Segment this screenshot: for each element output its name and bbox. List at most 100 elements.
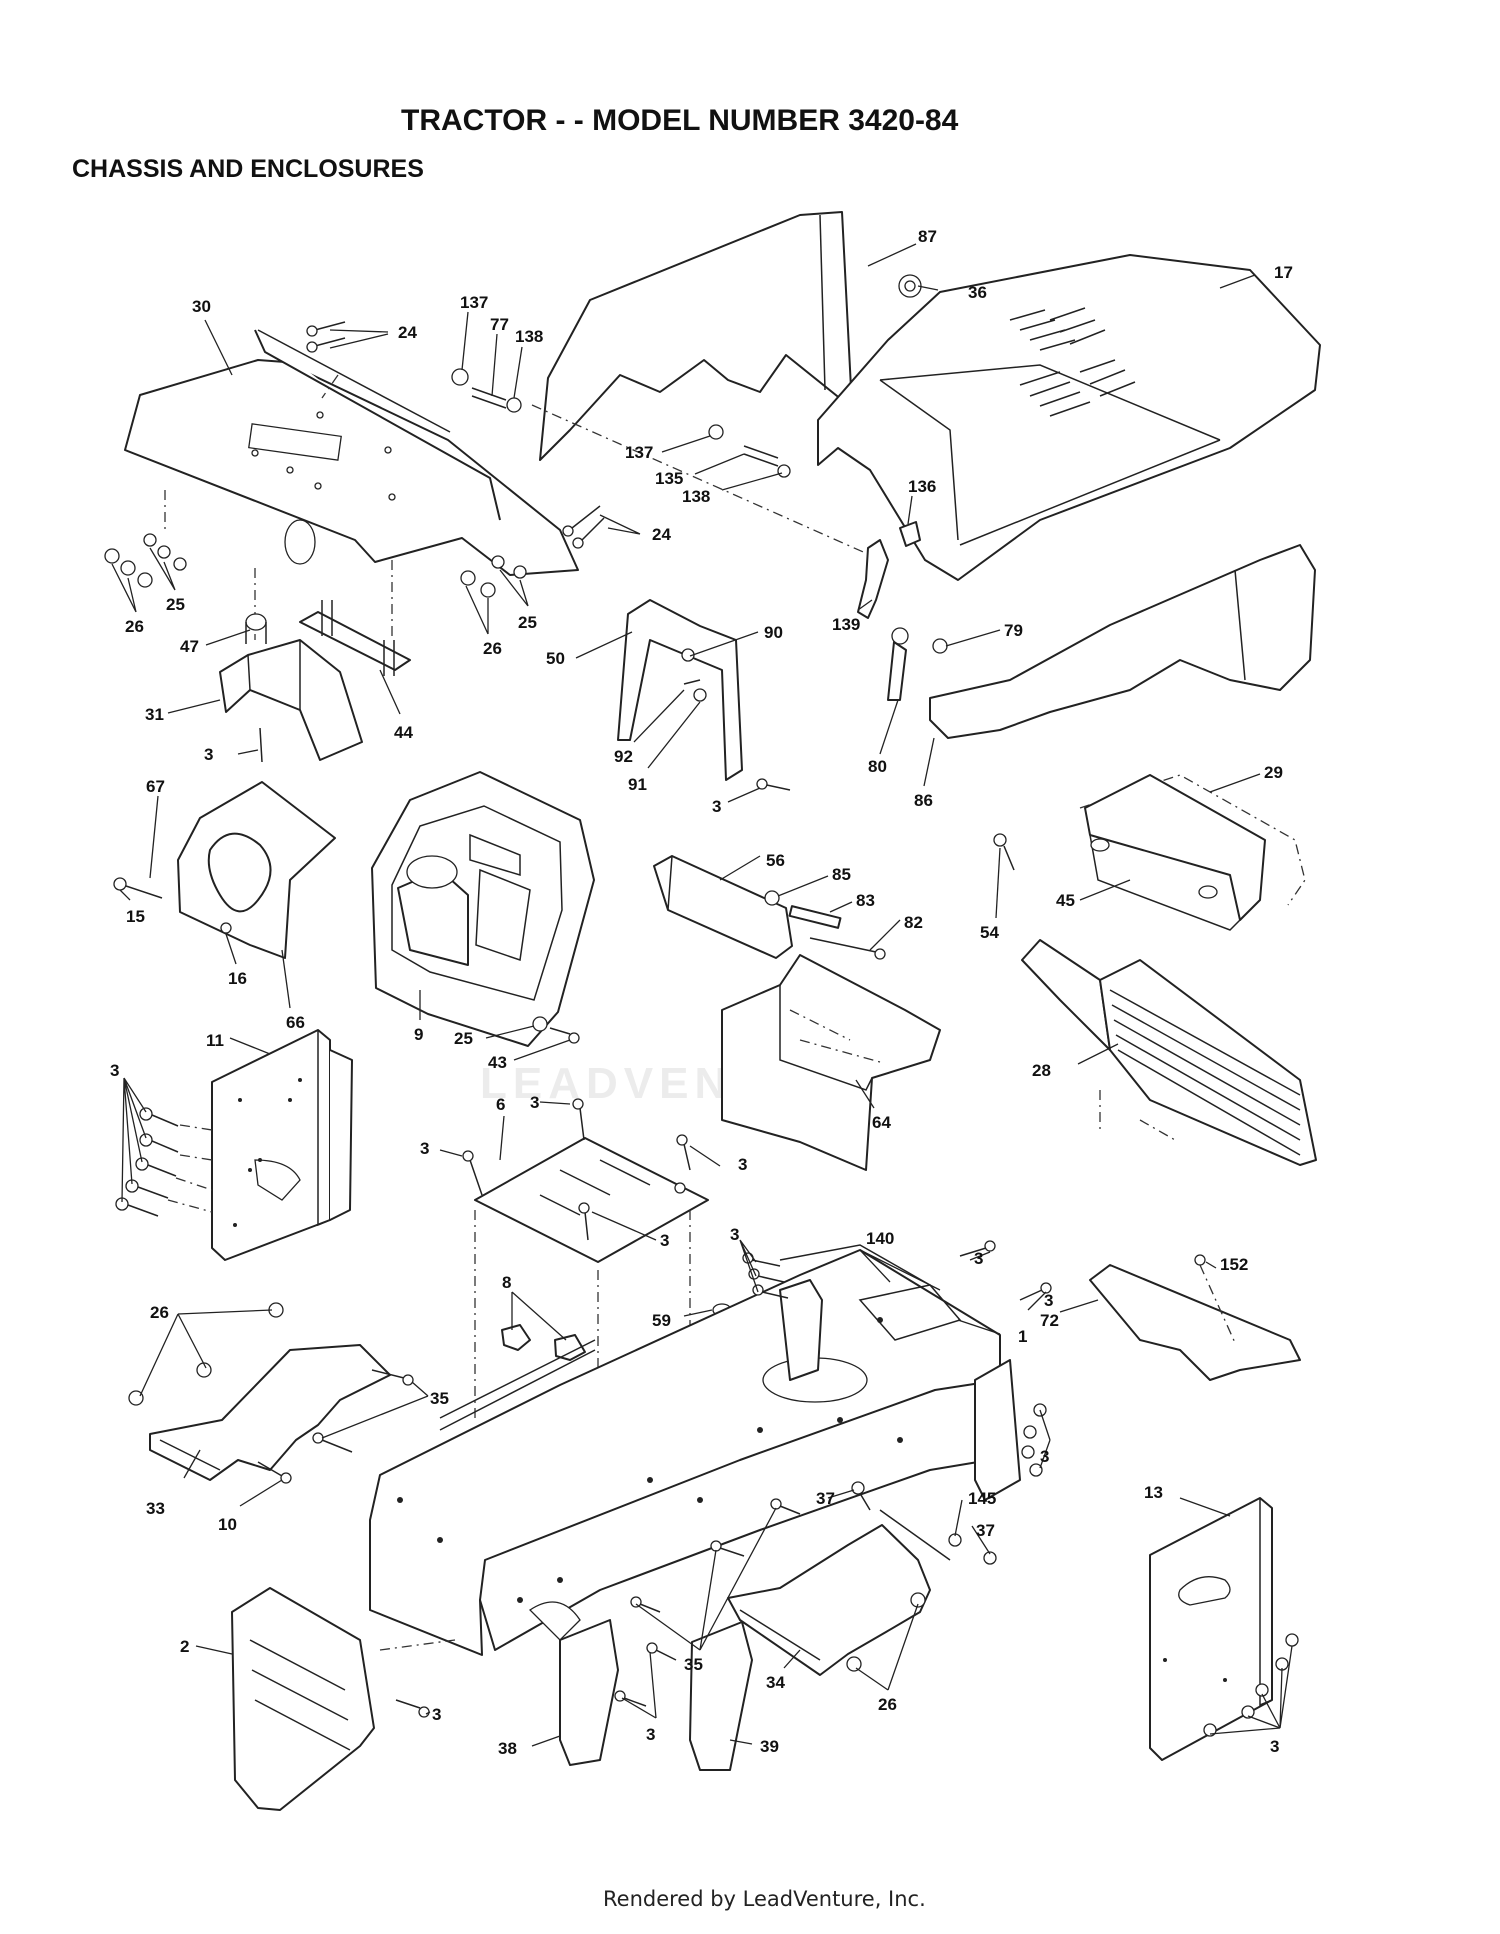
plate-44	[299, 600, 411, 676]
callout-37-b: 37	[976, 1521, 995, 1540]
callout-85: 85	[832, 865, 851, 884]
part-pan-64	[721, 954, 941, 1171]
callout-86: 86	[914, 791, 933, 810]
nut-91	[693, 688, 707, 702]
callout-3-n: 3	[1270, 1737, 1279, 1756]
part-side-plate-13	[1149, 1497, 1273, 1761]
callout-3-j: 3	[1044, 1291, 1053, 1310]
part-bracket-72	[1089, 1264, 1301, 1381]
callout-3-e: 3	[420, 1139, 429, 1158]
callout-26-d: 26	[878, 1695, 897, 1714]
callout-24-a: 24	[398, 323, 417, 342]
callout-26-c: 26	[150, 1303, 169, 1322]
callout-3-m: 3	[646, 1725, 655, 1744]
callout-3-g: 3	[660, 1231, 669, 1250]
washer-79	[932, 638, 948, 654]
part-side-rail-86	[929, 544, 1316, 739]
callout-145: 145	[968, 1489, 996, 1508]
part-bracket-56	[653, 855, 793, 959]
knob-36	[898, 274, 922, 298]
callout-3-h: 3	[730, 1225, 739, 1244]
callout-137-a: 137	[460, 293, 488, 312]
callout-labels: 87 36 17 30 24 137 77 138 24 137 135 138…	[110, 227, 1293, 1758]
callout-82: 82	[904, 913, 923, 932]
part-side-plate-11	[211, 1029, 353, 1261]
callout-139: 139	[832, 615, 860, 634]
clip-152	[1194, 1254, 1206, 1266]
part-footrest-34	[727, 1524, 931, 1676]
callout-43: 43	[488, 1053, 507, 1072]
screw-3-l	[395, 1699, 430, 1718]
hardware-137-77-138-left	[451, 368, 522, 413]
callout-79: 79	[1004, 621, 1023, 640]
clips-8	[501, 1324, 586, 1361]
bolts-24-upper	[306, 321, 346, 353]
callout-3-l: 3	[432, 1705, 441, 1724]
washer-92	[683, 679, 701, 685]
latch-80	[887, 627, 909, 701]
callout-38: 38	[498, 1739, 517, 1758]
callout-13: 13	[1144, 1483, 1163, 1502]
callout-47: 47	[180, 637, 199, 656]
callout-29: 29	[1264, 763, 1283, 782]
footer-credit: Rendered by LeadVenture, Inc.	[603, 1887, 926, 1911]
callout-72: 72	[1040, 1311, 1059, 1330]
page-title: TRACTOR - - MODEL NUMBER 3420-84	[401, 104, 959, 137]
callout-6: 6	[496, 1095, 505, 1114]
callout-25-a: 25	[166, 595, 185, 614]
nuts-washers-26-25-right	[460, 555, 527, 598]
part-floor-plate-6	[474, 1137, 709, 1440]
callout-34: 34	[766, 1673, 785, 1692]
callout-54: 54	[980, 923, 999, 942]
callout-90: 90	[764, 623, 783, 642]
callout-3-c: 3	[110, 1061, 119, 1080]
bolts-37-145	[851, 1481, 997, 1565]
part-main-frame-1	[369, 1244, 1001, 1656]
hardware-25-43	[532, 1016, 580, 1044]
part-footrest-33	[149, 1344, 391, 1481]
bolt-10	[257, 1461, 292, 1484]
callout-39: 39	[760, 1737, 779, 1756]
callout-135: 135	[655, 469, 683, 488]
part-dash-panel-30	[124, 329, 579, 640]
part-cover-66	[177, 781, 336, 959]
callout-17: 17	[1274, 263, 1293, 282]
callout-1: 1	[1018, 1327, 1027, 1346]
nuts-26-c	[128, 1302, 284, 1406]
callout-77: 77	[490, 315, 509, 334]
part-front-plate-2	[231, 1587, 456, 1811]
callout-8: 8	[502, 1273, 511, 1292]
callout-152: 152	[1220, 1255, 1248, 1274]
callout-11: 11	[206, 1031, 224, 1050]
part-bracket-38	[559, 1619, 619, 1766]
callout-26-a: 26	[125, 617, 144, 636]
part-grille-28	[1021, 939, 1317, 1166]
nut-85	[764, 890, 780, 906]
callout-138-b: 138	[682, 487, 710, 506]
callout-138-a: 138	[515, 327, 543, 346]
bolts-24-lower	[562, 505, 605, 549]
nuts-washers-26-25-left	[104, 533, 187, 588]
callout-3-a: 3	[204, 745, 213, 764]
screw-3-a	[259, 727, 263, 763]
leader-lines	[111, 243, 1293, 1747]
part-bracket-31	[219, 613, 363, 761]
screws-3-d-e-f-g	[462, 1098, 691, 1241]
bolts-3-m	[614, 1642, 677, 1707]
callout-87: 87	[918, 227, 937, 246]
callout-3-d: 3	[530, 1093, 539, 1112]
bolts-3-k	[1021, 1403, 1047, 1477]
screws-3-n	[1203, 1633, 1299, 1737]
hardware-137-135-138-right	[708, 424, 791, 478]
callout-25-b: 25	[518, 613, 537, 632]
callout-83: 83	[856, 891, 875, 910]
bolt-15-67	[113, 877, 163, 899]
bolts-35-b	[630, 1498, 801, 1613]
clip-16	[220, 922, 232, 934]
cap-136	[899, 521, 921, 547]
callout-44: 44	[394, 723, 413, 742]
callout-3-i: 3	[974, 1249, 983, 1268]
callout-92: 92	[614, 747, 633, 766]
section-subtitle: CHASSIS AND ENCLOSURES	[72, 155, 424, 183]
